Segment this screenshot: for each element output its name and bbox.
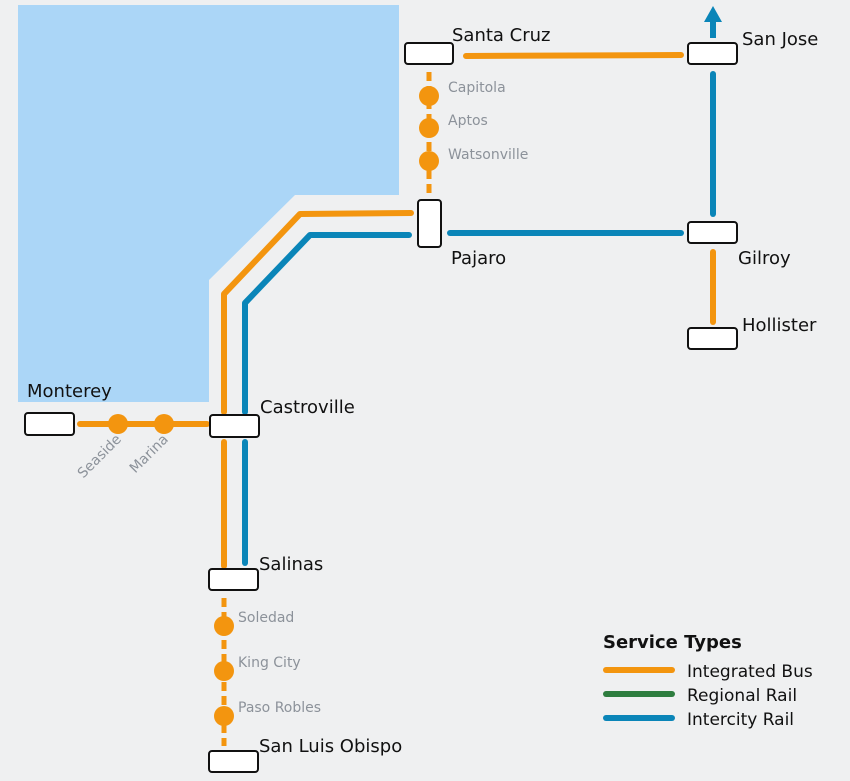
- label-watsonville: Watsonville: [448, 147, 528, 163]
- station-pajaro[interactable]: [417, 199, 442, 248]
- station-hollister[interactable]: [687, 327, 738, 350]
- station-san-jose[interactable]: [687, 42, 738, 65]
- label-san-luis-obispo: San Luis Obispo: [259, 736, 402, 757]
- station-castroville[interactable]: [209, 414, 260, 438]
- label-aptos: Aptos: [448, 113, 488, 129]
- stop-capitola[interactable]: [419, 86, 439, 106]
- legend-label-intercity-rail: Intercity Rail: [687, 710, 794, 730]
- station-monterey[interactable]: [24, 412, 75, 436]
- label-san-jose: San Jose: [742, 29, 818, 50]
- stop-aptos[interactable]: [419, 118, 439, 138]
- label-gilroy: Gilroy: [738, 248, 791, 269]
- legend-label-regional-rail: Regional Rail: [687, 686, 797, 706]
- label-king-city: King City: [238, 655, 301, 671]
- label-seaside: Seaside: [75, 432, 125, 482]
- label-salinas: Salinas: [259, 554, 323, 575]
- stop-king-city[interactable]: [214, 661, 234, 681]
- stop-watsonville[interactable]: [419, 151, 439, 171]
- label-paso-robles: Paso Robles: [238, 700, 321, 716]
- station-santa-cruz[interactable]: [404, 42, 454, 65]
- bay-water: [18, 5, 399, 402]
- stop-soledad[interactable]: [214, 616, 234, 636]
- integrated-bus-route-santa-cruz-san-jose: [463, 52, 684, 59]
- station-salinas[interactable]: [208, 568, 259, 591]
- legend-title: Service Types: [603, 632, 742, 653]
- stop-seaside[interactable]: [108, 414, 128, 434]
- label-hollister: Hollister: [742, 315, 817, 336]
- legend: Service Types Integrated Bus Regional Ra…: [603, 632, 813, 730]
- stop-marina[interactable]: [154, 414, 174, 434]
- stop-paso-robles[interactable]: [214, 706, 234, 726]
- label-monterey: Monterey: [27, 381, 112, 402]
- station-gilroy[interactable]: [687, 221, 738, 244]
- north-arrow-icon: [704, 6, 722, 22]
- label-santa-cruz: Santa Cruz: [452, 25, 551, 46]
- station-san-luis-obispo[interactable]: [208, 750, 259, 773]
- intercity-rail-pajaro-salinas: [242, 232, 412, 415]
- label-castroville: Castroville: [260, 397, 355, 418]
- label-soledad: Soledad: [238, 610, 294, 626]
- label-pajaro: Pajaro: [451, 248, 506, 269]
- label-marina: Marina: [127, 432, 172, 477]
- integrated-bus-route-pajaro-castroville: [221, 210, 414, 415]
- legend-label-integrated-bus: Integrated Bus: [687, 662, 813, 682]
- label-capitola: Capitola: [448, 80, 506, 96]
